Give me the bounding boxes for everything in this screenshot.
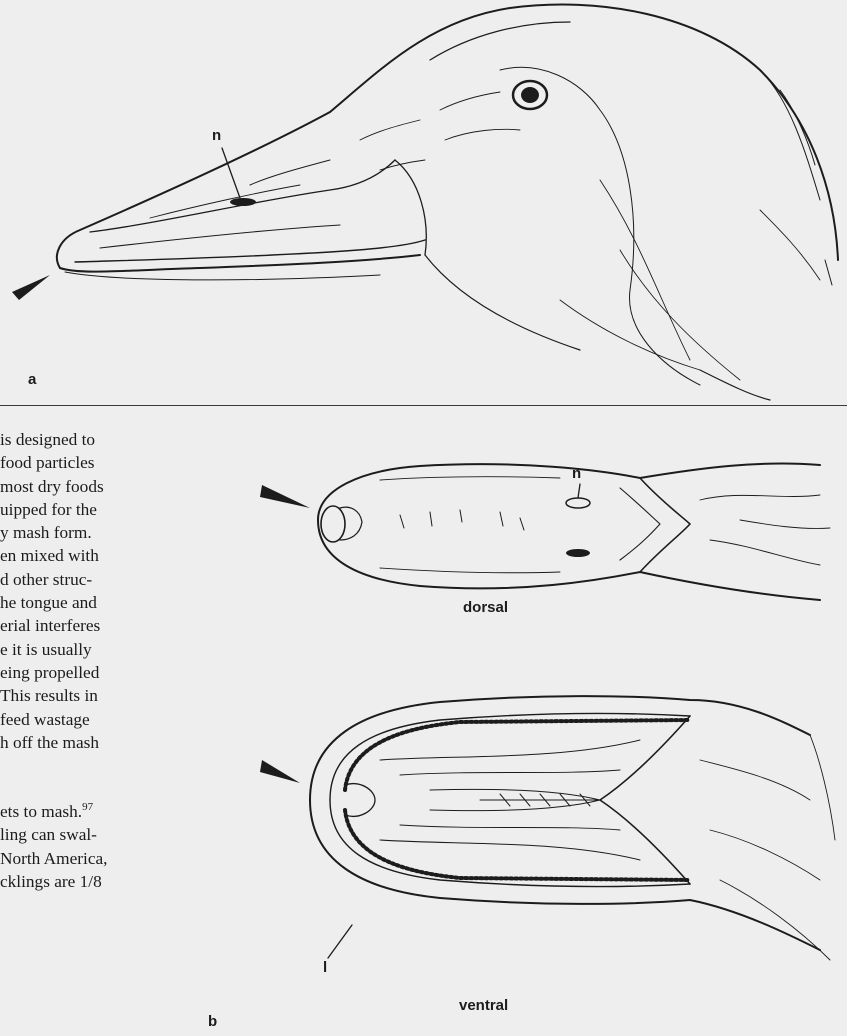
ventral-caption: ventral xyxy=(459,998,508,1013)
dorsal-nostril-leader xyxy=(578,484,580,498)
dorsal-nostril xyxy=(566,498,590,508)
dorsal-caption: dorsal xyxy=(463,600,508,615)
dorsal-bill-drawing xyxy=(318,463,830,600)
ventral-tip-arrowhead xyxy=(260,760,300,783)
figure-b-lamellae-label: l xyxy=(323,960,327,975)
ventral-bill-drawing xyxy=(310,696,835,960)
figure-b-nostril-label: n xyxy=(572,466,581,481)
dorsal-nail xyxy=(321,506,345,542)
dorsal-tip-arrowhead xyxy=(260,485,310,508)
lamellae-leader xyxy=(328,925,352,958)
figure-b-panel-label: b xyxy=(208,1014,217,1029)
